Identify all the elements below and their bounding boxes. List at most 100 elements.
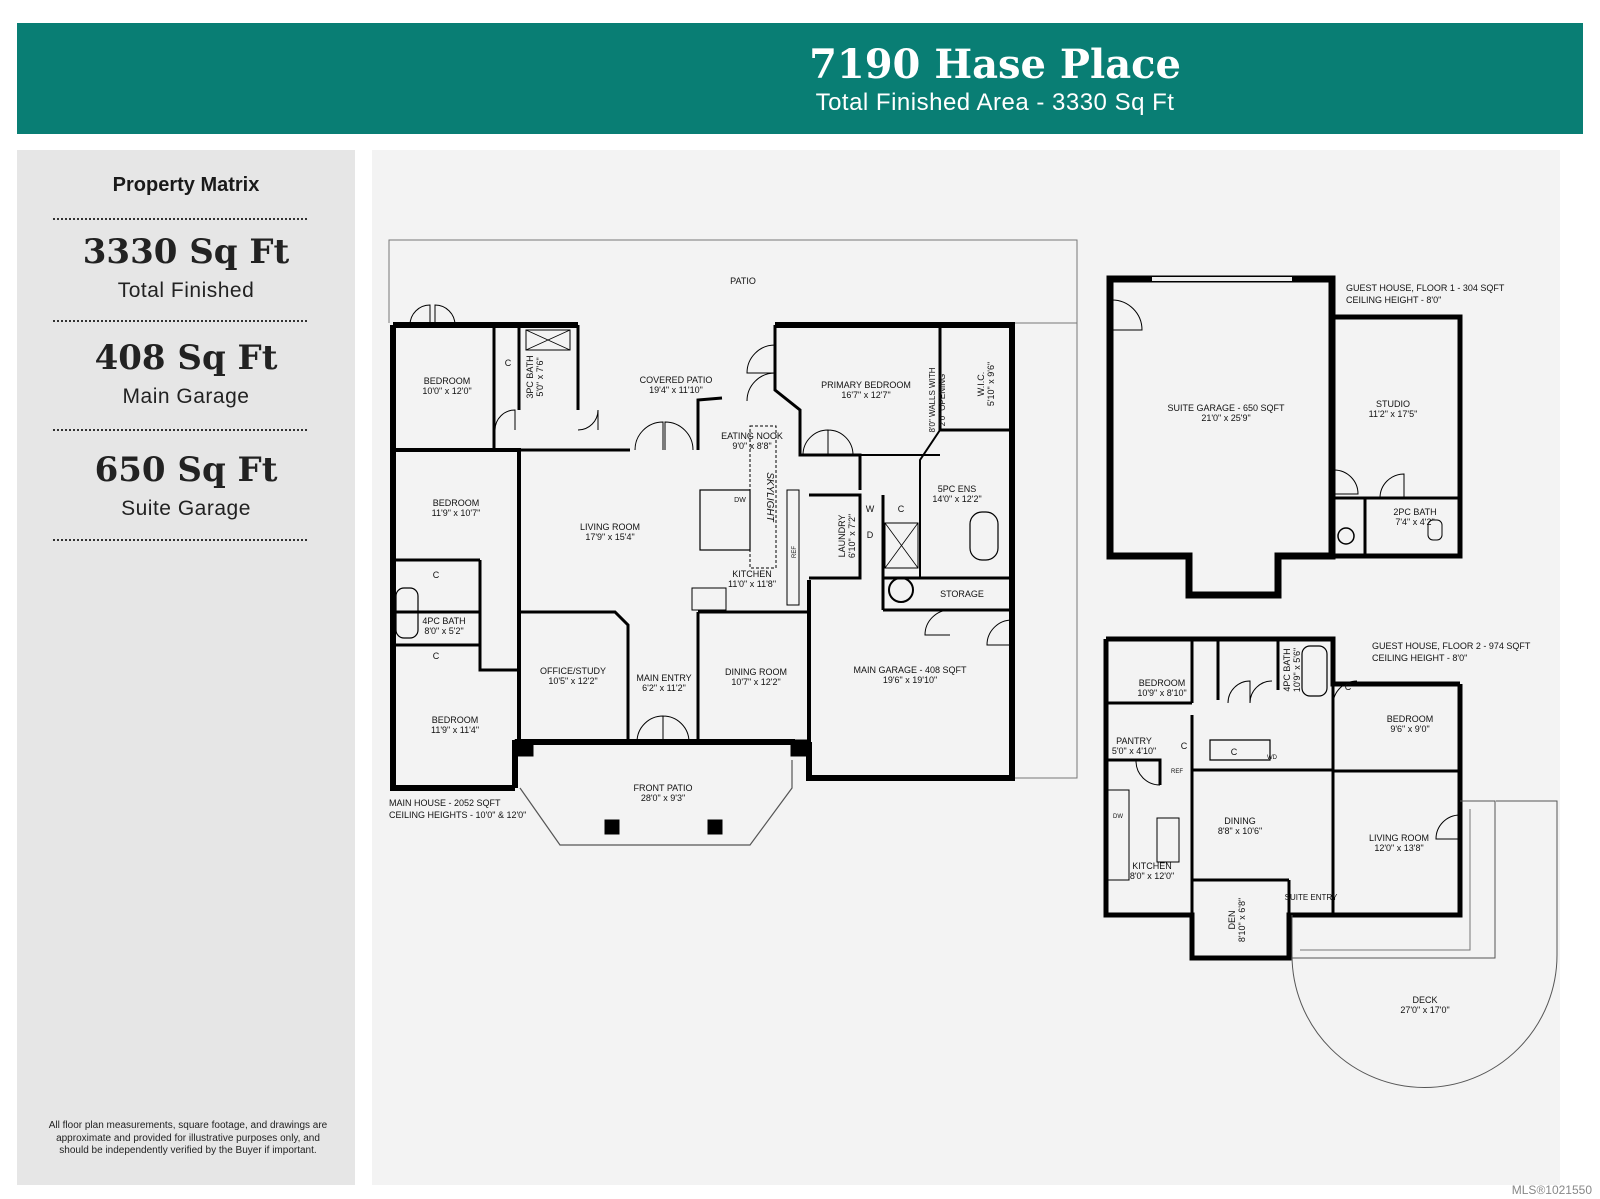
room-dims: 11'9" x 10'7" <box>432 508 481 518</box>
metric-main-garage-value: 408 Sq Ft <box>94 338 278 378</box>
fixture-label: C <box>1231 747 1238 757</box>
room-label: BEDROOM <box>433 498 480 508</box>
metric-suite-garage-value: 650 Sq Ft <box>94 450 278 490</box>
property-matrix-title: Property Matrix <box>112 174 260 196</box>
divider <box>53 539 307 541</box>
room-dims: 27'0" x 17'0" <box>1400 1005 1449 1015</box>
fixture-label: C <box>433 651 440 661</box>
room-dims: 19'6" x 19'10" <box>883 675 937 685</box>
room-label: 2PC BATH <box>1393 507 1436 517</box>
room-label: SUITE GARAGE - 650 SQFT <box>1167 403 1285 413</box>
fixture-label: REF <box>1171 769 1183 775</box>
room-label: PRIMARY BEDROOM <box>821 380 911 390</box>
main-house-labels: PATIO BEDROOM 10'0" x 12'0" COVERED PATI… <box>389 276 996 820</box>
room-label: 4PC BATH <box>1282 648 1292 691</box>
room-dims: 8'0" x 12'0" <box>1130 871 1174 881</box>
metric-total-label: Total Finished <box>117 279 255 302</box>
room-label: DINING ROOM <box>725 667 787 677</box>
room-label: LIVING ROOM <box>580 522 640 532</box>
room-label: BEDROOM <box>1139 678 1186 688</box>
room-label: DINING <box>1224 816 1256 826</box>
room-label: STORAGE <box>940 589 984 599</box>
property-matrix-panel: Property Matrix 3330 Sq Ft Total Finishe… <box>17 150 355 1185</box>
fixture-label: C <box>433 570 440 580</box>
room-dims: 28'0" x 9'3" <box>641 793 685 803</box>
skylight-label: SKYLIGHT <box>764 472 775 522</box>
room-dims: 17'9" x 15'4" <box>585 532 634 542</box>
main-house-plan <box>388 239 1078 846</box>
room-dims: 5'0" x 7'6" <box>535 357 545 396</box>
metric-total-value: 3330 Sq Ft <box>82 232 290 272</box>
fixture-label: D <box>867 530 874 540</box>
disclaimer-text: All floor plan measurements, square foot… <box>48 1120 328 1156</box>
fixture-label: C <box>898 504 905 514</box>
divider <box>53 218 307 220</box>
room-note: 2'0" OPENING <box>938 374 947 426</box>
room-label: PATIO <box>730 276 756 286</box>
room-label: LIVING ROOM <box>1369 833 1429 843</box>
room-dims: 10'5" x 12'2" <box>548 676 597 686</box>
room-label: BEDROOM <box>432 715 479 725</box>
fixture-label: W <box>866 504 875 514</box>
room-label: 3PC BATH <box>525 355 535 398</box>
guest-floor1-plan <box>1106 275 1463 599</box>
room-dims: 11'9" x 11'4" <box>431 725 479 735</box>
room-dims: 10'0" x 12'0" <box>422 386 471 396</box>
room-dims: 12'0" x 13'8" <box>1374 843 1423 853</box>
guest-floor2-plan <box>1103 636 1558 1088</box>
main-house-caption: MAIN HOUSE - 2052 SQFT <box>389 798 501 808</box>
page-subtitle: Total Finished Area - 3330 Sq Ft <box>815 89 1175 116</box>
room-label: SUITE ENTRY <box>1285 893 1338 902</box>
room-dims: 5'0" x 4'10" <box>1112 746 1156 756</box>
room-label: MAIN ENTRY <box>636 673 691 683</box>
guest-floor1-ceiling: CEILING HEIGHT - 8'0" <box>1346 295 1441 305</box>
mls-number: MLS®1021550 <box>1511 1183 1592 1197</box>
page-title: 7190 Hase Place <box>809 41 1181 88</box>
room-dims: 6'2" x 11'2" <box>642 683 686 693</box>
room-label: DEN <box>1227 910 1237 929</box>
guest-floor2-ceiling: CEILING HEIGHT - 8'0" <box>1372 653 1467 663</box>
fixture-label: REF <box>792 546 798 558</box>
room-dims: 8'0" x 5'2" <box>424 626 463 636</box>
fixture-label: DW <box>734 497 746 504</box>
room-label: PANTRY <box>1116 736 1152 746</box>
room-note: 8'0" WALLS WITH <box>928 367 937 432</box>
room-label: FRONT PATIO <box>633 783 692 793</box>
room-label: COVERED PATIO <box>640 375 713 385</box>
guest-floor1-labels: SUITE GARAGE - 650 SQFT 21'0" x 25'9" ST… <box>1167 283 1504 527</box>
main-house-ceiling: CEILING HEIGHTS - 10'0" & 12'0" <box>389 810 526 820</box>
guest-floor2-caption: GUEST HOUSE, FLOOR 2 - 974 SQFT <box>1372 641 1531 651</box>
room-label: KITCHEN <box>1132 861 1172 871</box>
room-label: BEDROOM <box>424 376 471 386</box>
room-dims: 9'0" x 8'8" <box>732 441 771 451</box>
fixture-label: C <box>505 358 512 368</box>
guest-floor1-caption: GUEST HOUSE, FLOOR 1 - 304 SQFT <box>1346 283 1505 293</box>
fixture-label: C <box>1345 682 1352 692</box>
room-label: MAIN GARAGE - 408 SQFT <box>853 665 967 675</box>
room-label: OFFICE/STUDY <box>540 666 606 676</box>
header-banner: 7190 Hase Place Total Finished Area - 33… <box>17 23 1583 134</box>
room-label: KITCHEN <box>732 569 772 579</box>
room-label: 4PC BATH <box>422 616 465 626</box>
room-label: EATING NOOK <box>721 431 783 441</box>
fixture-label: DW <box>1113 814 1123 820</box>
room-dims: 11'2" x 17'5" <box>1369 409 1418 419</box>
guest-floor2-labels: BEDROOM 10'9" x 8'10" 4PC BATH 10'9" x 5… <box>1112 641 1531 1015</box>
room-dims: 8'8" x 10'6" <box>1218 826 1262 836</box>
metric-suite-garage-label: Suite Garage <box>121 497 251 520</box>
room-dims: 14'0" x 12'2" <box>932 494 981 504</box>
fixture-label: WD <box>1267 755 1278 761</box>
room-dims: 19'4" x 11'10" <box>649 385 703 395</box>
fixture-label: C <box>1181 741 1188 751</box>
room-label: 5PC ENS <box>938 484 977 494</box>
metric-main-garage-label: Main Garage <box>122 385 250 408</box>
room-label: W.I.C. <box>976 372 986 397</box>
room-dims: 21'0" x 25'9" <box>1201 413 1250 423</box>
room-label: BEDROOM <box>1387 714 1434 724</box>
room-dims: 16'7" x 12'7" <box>841 390 890 400</box>
room-dims: 5'10" x 9'6" <box>986 362 996 406</box>
room-dims: 9'6" x 9'0" <box>1390 724 1429 734</box>
room-label: STUDIO <box>1376 399 1410 409</box>
room-label: LAUNDRY <box>837 515 847 558</box>
